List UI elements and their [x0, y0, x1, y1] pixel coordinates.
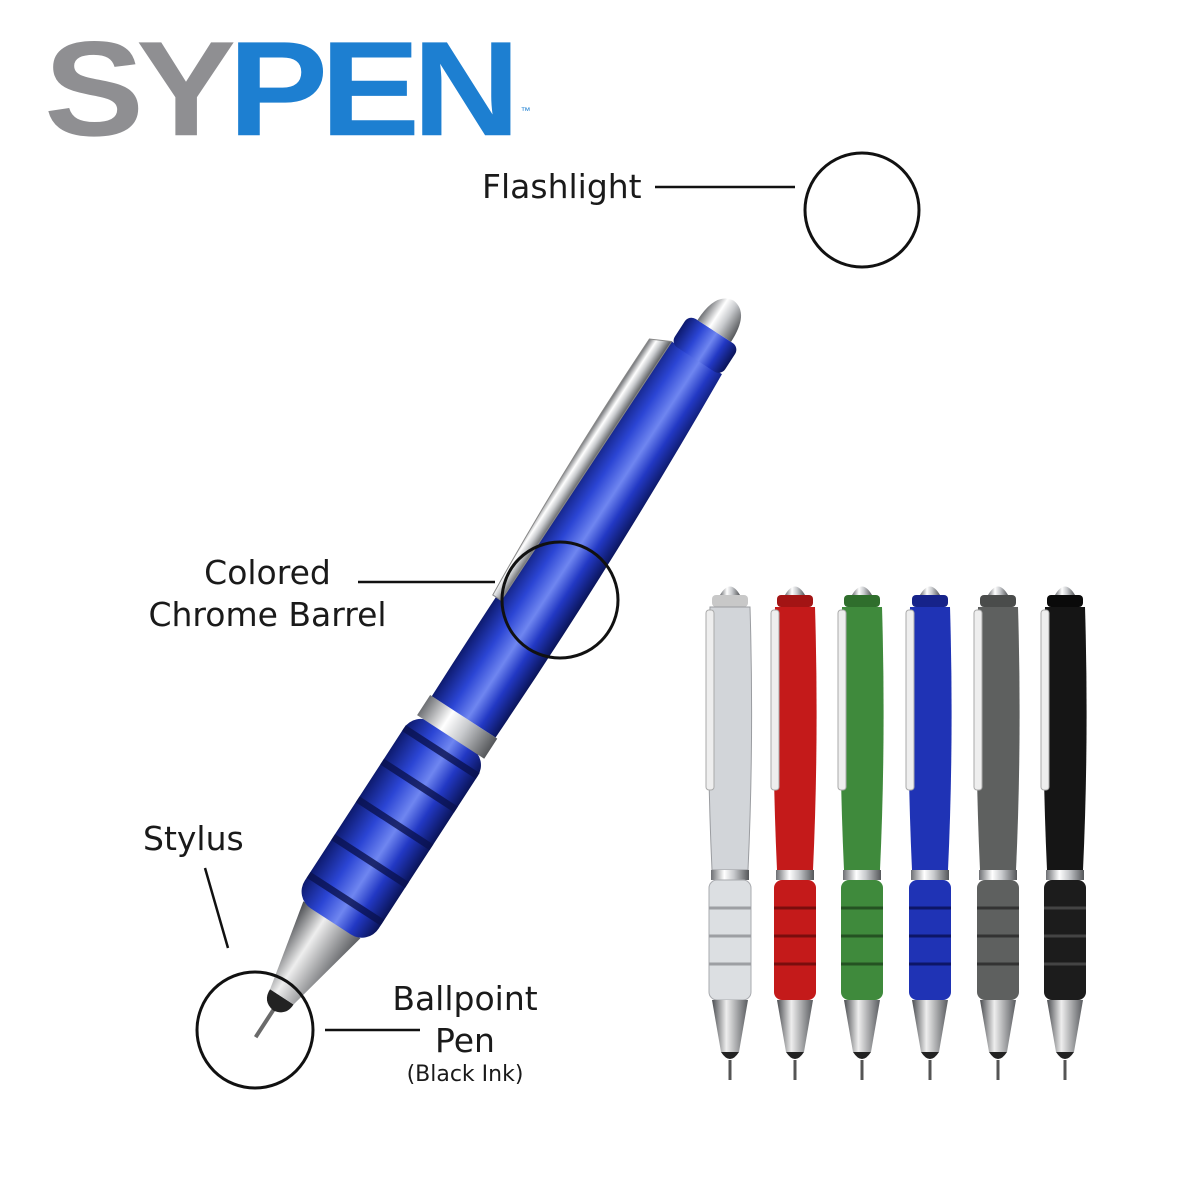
stylus-leader-line [203, 867, 230, 949]
pen-variant-black [1040, 586, 1087, 1080]
trademark-symbol: ™ [520, 106, 531, 117]
stylus-label: Stylus [143, 819, 244, 858]
pen-variants-row [705, 586, 1087, 1080]
ballpoint-label-line1: Ballpoint [392, 979, 538, 1018]
tip-callout-circle [195, 970, 315, 1090]
ink-label: (Black Ink) [406, 1062, 524, 1087]
barrel-label-line2: Chrome Barrel [148, 595, 387, 634]
pen-variant-silver [705, 586, 753, 1080]
pen-variant-blue [905, 586, 952, 1080]
barrel-label-line1: Colored [204, 553, 331, 592]
pen-variant-gray [973, 586, 1020, 1080]
main-pen [253, 298, 741, 1039]
ballpoint-label: Ballpoint Pen (Black Ink) [380, 978, 550, 1088]
logo-text-blue: PEN [228, 12, 520, 165]
flashlight-label: Flashlight [482, 167, 642, 206]
ballpoint-label-line2: Pen [435, 1021, 495, 1060]
flashlight-callout-circle [803, 151, 921, 269]
pen-variant-green [837, 586, 884, 1080]
barrel-callout-circle [500, 540, 620, 660]
brand-logo: SY PEN ™ [44, 12, 531, 170]
pen-variant-red [770, 586, 817, 1080]
logo-text-gray: SY [44, 12, 236, 165]
barrel-label: Colored Chrome Barrel [140, 552, 395, 636]
